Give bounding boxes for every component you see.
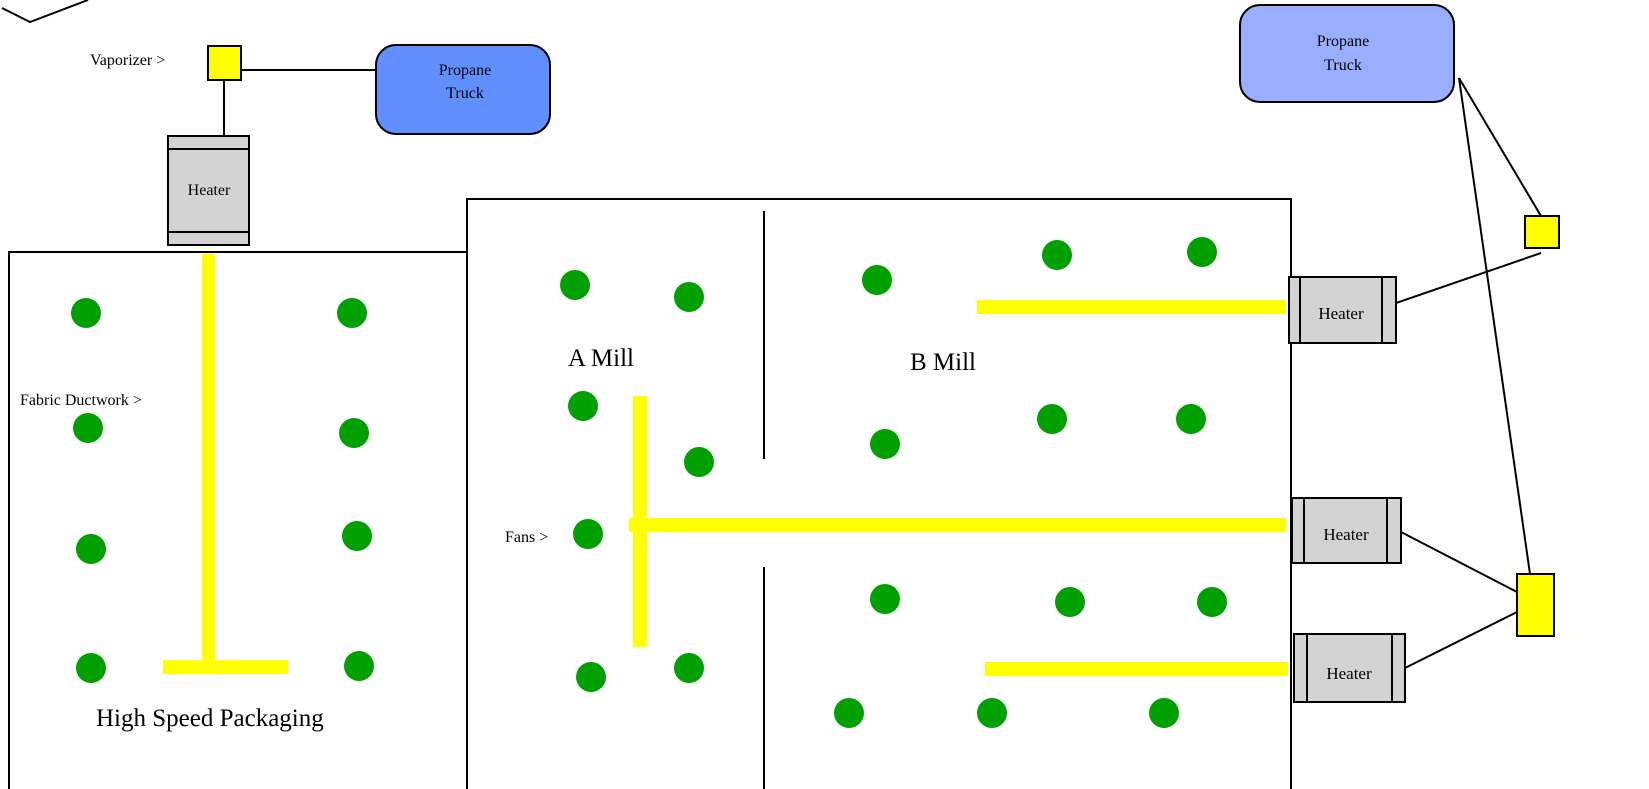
supply-lines-right xyxy=(1395,77,1542,669)
heater-right-top-label: Heater xyxy=(1318,304,1364,323)
high-speed-packaging-label: High Speed Packaging xyxy=(96,705,324,732)
fan xyxy=(1176,404,1206,434)
fan xyxy=(870,584,900,614)
vaporizer-right-small xyxy=(1524,215,1560,249)
fan xyxy=(576,662,606,692)
truck-right-label-line1: Propane xyxy=(1317,33,1369,50)
fabric-ductwork-label: Fabric Ductwork > xyxy=(20,392,142,409)
tall-vaporizer-to-bottom-heater-line xyxy=(1404,611,1518,669)
truck-right-label-line2: Truck xyxy=(1324,57,1362,74)
fan xyxy=(1055,587,1085,617)
fan xyxy=(73,413,103,443)
fan xyxy=(1197,587,1227,617)
fan xyxy=(76,534,106,564)
heater-right-bottom-label: Heater xyxy=(1326,664,1372,683)
heater-left: Heater xyxy=(167,135,250,246)
fan xyxy=(1042,240,1072,270)
fan xyxy=(337,298,367,328)
fan xyxy=(344,651,374,681)
a-mill-label: A Mill xyxy=(568,345,634,372)
duct-b-mill-upper xyxy=(977,300,1286,314)
heater-right-middle-label: Heater xyxy=(1323,525,1369,544)
heater-left-label: Heater xyxy=(188,182,231,199)
fan xyxy=(674,282,704,312)
corner-shape-fragment xyxy=(1,0,89,24)
truck-to-small-vaporizer-line xyxy=(1458,77,1542,217)
duct-packaging-horizontal xyxy=(163,660,288,674)
duct-b-mill-lower xyxy=(985,662,1288,676)
fan xyxy=(568,391,598,421)
fan xyxy=(342,521,372,551)
fan xyxy=(71,298,101,328)
propane-truck-left: Propane Truck xyxy=(375,44,551,135)
fan xyxy=(684,447,714,477)
heater-right-middle: Heater xyxy=(1291,497,1402,564)
small-vaporizer-to-heater-line xyxy=(1395,252,1542,304)
fan xyxy=(870,429,900,459)
vaporizer-label: Vaporizer > xyxy=(90,52,165,69)
fan xyxy=(862,265,892,295)
truck-left-label-line1: Propane xyxy=(439,62,491,79)
b-mill-label: B Mill xyxy=(910,349,976,376)
heater-right-top: Heater xyxy=(1288,276,1397,344)
truck-to-tall-vaporizer-line xyxy=(1458,77,1531,575)
fan xyxy=(560,270,590,300)
fan xyxy=(76,653,106,683)
fan xyxy=(834,698,864,728)
fan xyxy=(674,653,704,683)
fans-b-mill xyxy=(834,237,1227,728)
heater-right-bottom: Heater xyxy=(1293,633,1406,703)
fans-a-mill xyxy=(560,270,714,692)
fan xyxy=(977,698,1007,728)
building-mills xyxy=(466,198,1292,789)
fan xyxy=(339,418,369,448)
duct-main-horizontal xyxy=(629,518,1286,532)
duct-packaging-vertical xyxy=(202,254,215,674)
fan xyxy=(1149,698,1179,728)
fan xyxy=(1037,404,1067,434)
tall-vaporizer-to-middle-heater-line xyxy=(1400,531,1518,593)
truck-left-label-line2: Truck xyxy=(446,85,484,102)
propane-truck-right: Propane Truck xyxy=(1239,4,1455,103)
fan xyxy=(1187,237,1217,267)
fan xyxy=(573,519,603,549)
vaporizer-left xyxy=(207,45,242,81)
vaporizer-right-tall xyxy=(1516,573,1555,637)
fans-label: Fans > xyxy=(505,529,548,546)
fans-packaging xyxy=(71,298,374,683)
